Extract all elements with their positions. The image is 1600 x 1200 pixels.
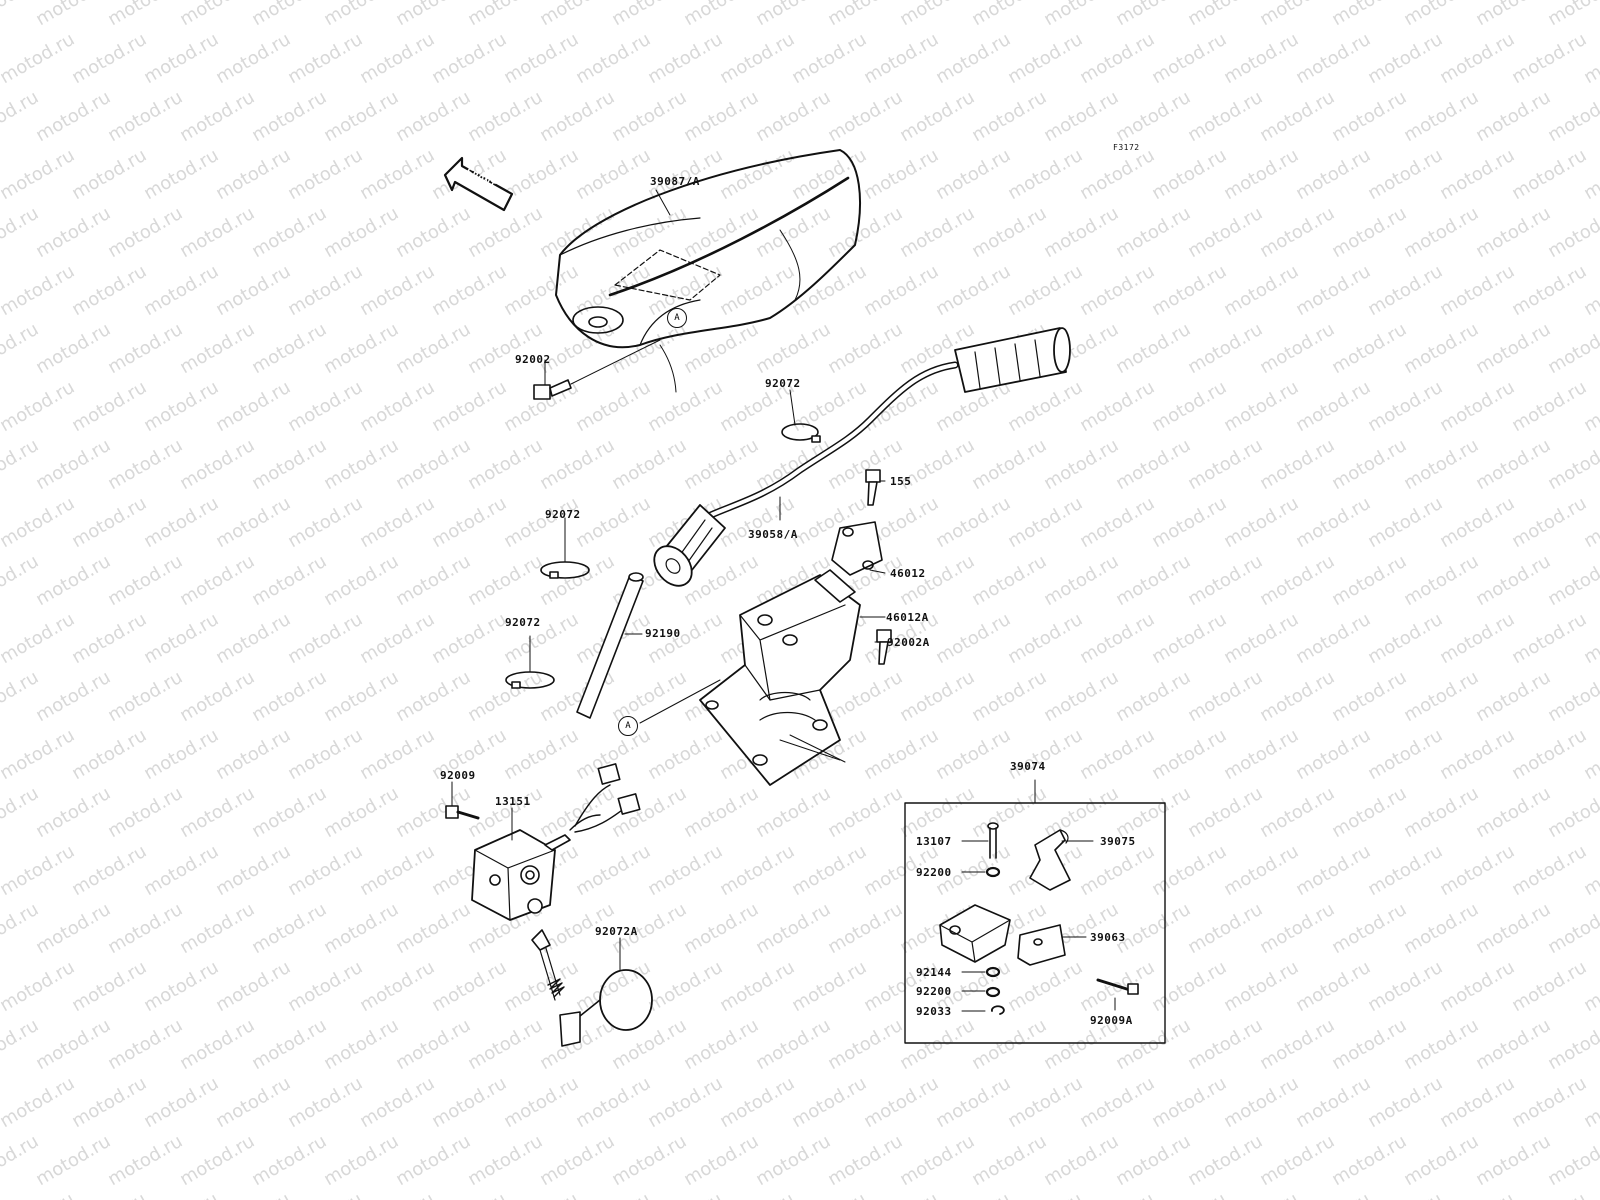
part-label-band-lower: 92072 <box>505 616 541 629</box>
lever-pin <box>987 822 999 859</box>
part-label-screw-switch: 92009 <box>440 769 476 782</box>
holder-bolt <box>876 629 892 665</box>
front-arrow-icon <box>443 156 514 212</box>
washer-upper <box>985 866 1001 878</box>
grip-right <box>954 327 1071 393</box>
washer-spring <box>985 966 1001 978</box>
bracket-screw <box>1096 978 1139 995</box>
part-label-holder-lower: 46012A <box>886 611 929 624</box>
lever-bracket <box>1017 924 1066 966</box>
band-upper <box>781 423 821 443</box>
part-label-bolt-holder: 92002A <box>887 636 930 649</box>
part-label-bolt-155: 155 <box>890 475 912 488</box>
part-label-band-upper: 92072 <box>765 377 801 390</box>
part-label-washer-upper: 92200 <box>916 866 952 879</box>
part-label-bolt-cover: 92002 <box>515 353 551 366</box>
part-label-holder-upper: 46012 <box>890 567 926 580</box>
part-label-hose: 92190 <box>645 627 681 640</box>
callout-a-lower: A <box>618 716 638 736</box>
part-label-band-mid: 92072 <box>545 508 581 521</box>
washer-lower <box>985 986 1001 998</box>
handlebar-cover <box>555 149 861 393</box>
part-label-handlebar: 39058/A <box>748 528 798 541</box>
circlip <box>991 1005 1005 1015</box>
part-label-lever-assy: 39074 <box>1010 760 1046 773</box>
part-label-washer-spring: 92144 <box>916 966 952 979</box>
switch-screw <box>445 805 480 820</box>
bolt-155 <box>865 469 881 506</box>
band-mid <box>540 561 590 579</box>
holder-base <box>699 569 861 786</box>
leader-lines <box>451 189 1116 1012</box>
lever-assembly-box <box>904 779 1166 1044</box>
part-label-switch: 13151 <box>495 795 531 808</box>
part-label-screw-bracket: 92009A <box>1090 1014 1133 1027</box>
lever <box>1029 829 1071 891</box>
figure-code: F3172 <box>1113 143 1140 152</box>
grip-left <box>653 504 726 587</box>
part-label-pin: 13107 <box>916 835 952 848</box>
part-label-washer-lower: 92200 <box>916 985 952 998</box>
part-label-bracket: 39063 <box>1090 931 1126 944</box>
holder-upper <box>831 521 883 576</box>
part-label-circlip: 92033 <box>916 1005 952 1018</box>
lever-body <box>939 904 1011 963</box>
handlebar <box>653 327 1071 587</box>
cover-bolt <box>533 339 661 400</box>
part-label-lever: 39075 <box>1100 835 1136 848</box>
callout-a-upper: A <box>667 308 687 328</box>
part-label-cover: 39087/A <box>650 175 700 188</box>
switch-assembly <box>471 763 641 921</box>
hose <box>576 572 644 719</box>
part-label-spring-clamp: 92072A <box>595 925 638 938</box>
spring-clamp <box>531 929 653 1047</box>
band-lower <box>505 671 555 689</box>
